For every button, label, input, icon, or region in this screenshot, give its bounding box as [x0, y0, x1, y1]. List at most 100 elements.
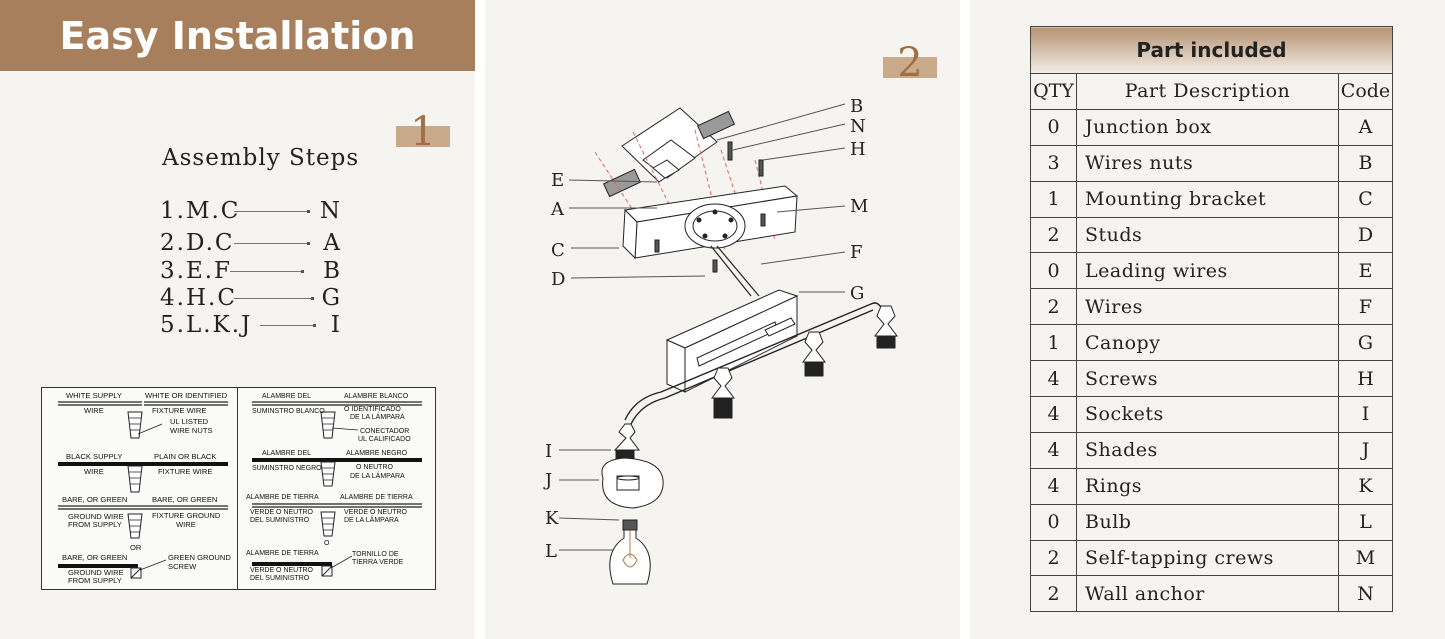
step-target: G [321, 285, 340, 311]
description-cell: Wall anchor [1076, 575, 1339, 613]
qty-cell: 2 [1030, 539, 1077, 577]
callout-J: J [543, 470, 552, 491]
description-cell: Mounting bracket [1076, 180, 1339, 218]
callout-B: B [850, 96, 863, 117]
wiring-diagram: WHITE SUPPLY WHITE OR IDENTIFIED WIRE FI… [41, 387, 436, 590]
leader-line [234, 210, 310, 213]
callout-A: A [550, 199, 565, 220]
assembly-step: 3.E.F B [160, 258, 340, 284]
wiring-label: BARE, OR GREEN [152, 495, 218, 504]
wiring-label: SUMINSTRO NEGRO [252, 465, 322, 472]
wiring-label: GROUND WIRE [68, 512, 124, 521]
qty-cell: 4 [1030, 467, 1077, 505]
callout-C: C [551, 240, 565, 261]
assembly-step: 5.L.K.J I [160, 312, 340, 338]
wiring-label: FIXTURE WIRE [152, 406, 207, 415]
wiring-label: WIRE [84, 467, 104, 476]
code-cell: G [1338, 324, 1393, 362]
qty-cell: 0 [1030, 252, 1077, 290]
header-description: Part Description [1076, 73, 1339, 110]
wiring-label: WIRE [84, 406, 104, 415]
wiring-label: UL CALIFICADO [358, 436, 411, 443]
qty-cell: 0 [1030, 503, 1077, 541]
wiring-label: O NEUTRO [356, 464, 393, 471]
assembly-step: 4.H.C G [160, 285, 340, 311]
assembly-step: 2.D.C A [160, 230, 340, 256]
wiring-label: SUMINSTRO BLANCO [252, 408, 325, 415]
description-cell: Wires nuts [1076, 144, 1339, 182]
banner-title: Easy Installation [0, 0, 475, 71]
wiring-label: WIRE NUTS [170, 426, 213, 435]
wiring-label: BARE, OR GREEN [62, 495, 128, 504]
wiring-label: GREEN GROUND [168, 553, 231, 562]
header-qty: QTY [1030, 73, 1077, 110]
code-cell: E [1338, 252, 1393, 290]
wiring-label: TORNILLO DE [352, 551, 399, 558]
wiring-label: DEL SUMINISTRO [250, 517, 310, 524]
wiring-label: WIRE [176, 520, 196, 529]
wiring-label: FROM SUPPLY [68, 520, 122, 529]
exploded-view-drawing: B N H E A M C F D G I J K L [543, 96, 898, 585]
qty-cell: 1 [1030, 324, 1077, 362]
callout-G: G [850, 283, 864, 304]
wiring-label: ALAMBRE NEGRO [346, 450, 408, 457]
parts-panel: Part included QTY Part Description Code … [970, 0, 1445, 639]
leader-line [234, 297, 314, 300]
qty-cell: 2 [1030, 216, 1077, 254]
callout-K: K [545, 508, 559, 529]
description-cell: Junction box [1076, 108, 1339, 146]
code-cell: C [1338, 180, 1393, 218]
wiring-label: BARE, OR GREEN [62, 553, 128, 562]
step-parts: 2.D.C [160, 230, 235, 256]
parts-table: Part included QTY Part Description Code … [1030, 26, 1393, 613]
description-cell: Self-tapping crews [1076, 539, 1339, 577]
callout-N: N [850, 116, 866, 137]
qty-cell: 1 [1030, 180, 1077, 218]
description-cell: Leading wires [1076, 252, 1339, 290]
step-parts: 5.L.K.J [160, 312, 253, 338]
wiring-label: DE LA LÁMPARA [350, 414, 405, 421]
wiring-label: GROUND WIRE [68, 568, 124, 577]
qty-cell: 4 [1030, 360, 1077, 398]
parts-caption: Part included [1030, 26, 1393, 74]
step-target: A [323, 230, 340, 256]
code-cell: L [1338, 503, 1393, 541]
wiring-label: VERDE O NEUTRO [250, 509, 314, 516]
wiring-label: DE LA LÁMPARA [350, 473, 405, 480]
qty-cell: 2 [1030, 288, 1077, 326]
callout-F: F [850, 242, 863, 263]
wiring-label: UL LISTED [170, 417, 209, 426]
wiring-label: FROM SUPPLY [68, 576, 122, 585]
wiring-label: PLAIN OR BLACK [154, 452, 217, 461]
wiring-label: O IDENTIFICADO [344, 406, 401, 413]
step-target: I [330, 312, 340, 338]
callout-H: H [850, 139, 866, 160]
wiring-label: ALAMBRE BLANCO [344, 393, 409, 400]
code-cell: F [1338, 288, 1393, 326]
step-badge-2: 2 [883, 43, 937, 83]
code-cell: N [1338, 575, 1393, 613]
step-target: B [323, 258, 340, 284]
description-cell: Shades [1076, 431, 1339, 469]
wiring-graphics [58, 401, 422, 579]
wiring-label: ALAMBRE DEL [262, 450, 312, 457]
installation-panel: Easy Installation 1 Assembly Steps 1.M.C… [0, 0, 475, 639]
wiring-label: DEL SUMINISTRO [250, 575, 310, 582]
step-number: 2 [897, 40, 923, 86]
code-cell: K [1338, 467, 1393, 505]
description-cell: Sockets [1076, 396, 1339, 433]
leader-line [234, 242, 310, 245]
callout-D: D [551, 269, 565, 290]
divider [237, 388, 238, 589]
qty-cell: 4 [1030, 396, 1077, 433]
step-parts: 1.M.C [160, 198, 241, 224]
